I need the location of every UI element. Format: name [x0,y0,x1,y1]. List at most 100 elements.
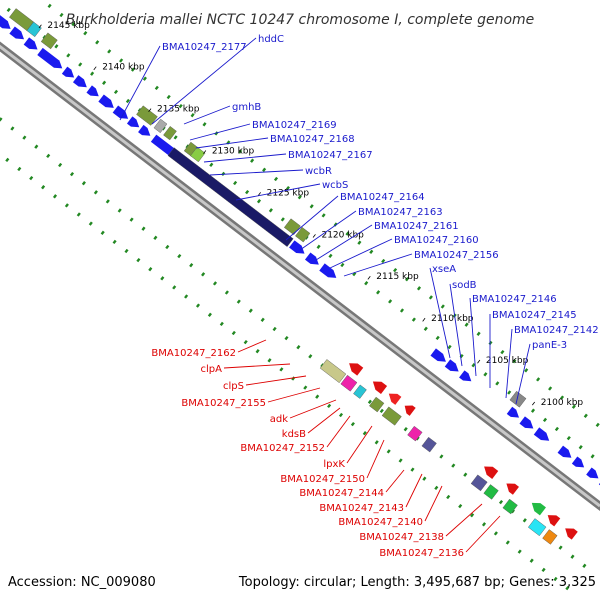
gene-reverse-shape [353,384,367,399]
cds-reverse-shape [547,515,561,527]
forward-gene-label: BMA10247_2168 [270,134,355,145]
gene-reverse-shape [381,406,402,426]
cds-forward [459,370,472,382]
guide-tick [379,408,384,414]
guide-tick [112,239,117,245]
gene-reverse [353,384,367,399]
guide-tick [130,67,136,72]
guide-tick [256,199,262,204]
gene-reverse-shape [470,474,488,492]
guide-tick [495,381,500,386]
cds-reverse [372,381,388,394]
cds-forward [72,75,87,88]
cds-reverse [531,502,546,516]
guide-tick [268,208,273,213]
cds-forward-shape [557,445,572,458]
guide-tick [398,458,403,463]
cds-forward [519,416,534,429]
label-leader [449,283,463,367]
guide-tick [124,248,129,254]
label-leader [307,407,341,434]
gene-forward [163,126,177,141]
backbone [0,41,600,512]
gene-forward-shape [136,105,158,126]
reverse-gene-label: BMA10247_2144 [299,488,384,499]
guide-tick [464,322,469,327]
cds-forward-shape [533,427,550,441]
gene-reverse-shape [483,484,499,500]
guide-tick [285,185,290,191]
guide-tick [238,149,243,154]
gene-forward [509,390,527,408]
cds-forward-shape [444,359,459,372]
guide-tick [209,162,214,167]
guide-tick [189,263,194,268]
guide-tick [350,421,355,427]
cds-reverse-shape [372,381,388,394]
guide-tick [69,171,75,177]
guide-tick [262,167,267,172]
forward-gene-label: BMA10247_2167 [288,150,373,161]
guide-tick [559,395,565,400]
scale-tick-label: 2130 kbp [212,147,255,157]
guide-tick [153,235,158,240]
reverse-gene-label: BMA10247_2155 [181,398,266,409]
guide-tick [160,276,165,281]
guide-tick [248,308,253,313]
cds-reverse-shape [565,528,578,540]
guide-tick [243,339,248,345]
guide-tick [364,281,369,286]
guide-tick [250,158,255,163]
label-leader [315,224,373,261]
forward-gene-label: BMA10247_2164 [340,192,425,203]
guide-tick [386,449,391,454]
guide-tick [362,431,367,436]
guide-tick [481,522,487,527]
guide-tick [71,21,76,27]
guide-tick [328,253,333,259]
guide-tick [83,31,88,36]
guide-tick [357,240,362,245]
gene-reverse-shape [319,359,347,384]
scale-tick-line [312,234,316,238]
guide-tick [388,299,393,304]
label-leader [445,503,483,537]
guide-tick [493,531,498,536]
guide-tick [245,189,250,195]
guide-tick [29,175,34,181]
guide-tick [423,326,428,331]
cds-forward-shape [61,66,75,78]
reverse-gene-label: BMA10247_2138 [359,532,444,543]
forward-gene-label: xseA [432,264,456,275]
guide-tick [0,117,3,122]
guide-tick [47,3,52,9]
guide-tick [273,176,279,182]
cds-forward [289,240,305,254]
guide-tick [393,267,398,273]
guide-tick [64,203,69,208]
forward-gene-label: BMA10247_2160 [394,235,479,246]
guide-tick [93,190,98,195]
forward-gene-label: BMA10247_2142 [514,325,599,336]
label-leader [469,297,477,377]
guide-tick [90,71,95,76]
guide-tick [173,135,178,140]
cds-reverse-shape [388,393,402,405]
guide-tick [476,331,481,336]
guide-tick [416,286,422,291]
scale-tick-line [148,108,152,113]
guide-tick [46,153,51,159]
guide-tick [507,390,512,395]
guide-tick [512,359,517,364]
label-leader [385,469,405,493]
forward-gene-label: wcbS [322,180,348,191]
cds-reverse-shape [531,502,546,516]
label-leader [119,45,161,121]
forward-gene-label: BMA10247_2161 [374,221,459,232]
backbone-line-highlight [0,44,600,508]
guide-tick [236,299,241,304]
cds-reverse-shape [484,466,499,479]
guide-tick [590,454,595,459]
label-leader [429,267,451,359]
cds-reverse [547,515,561,527]
